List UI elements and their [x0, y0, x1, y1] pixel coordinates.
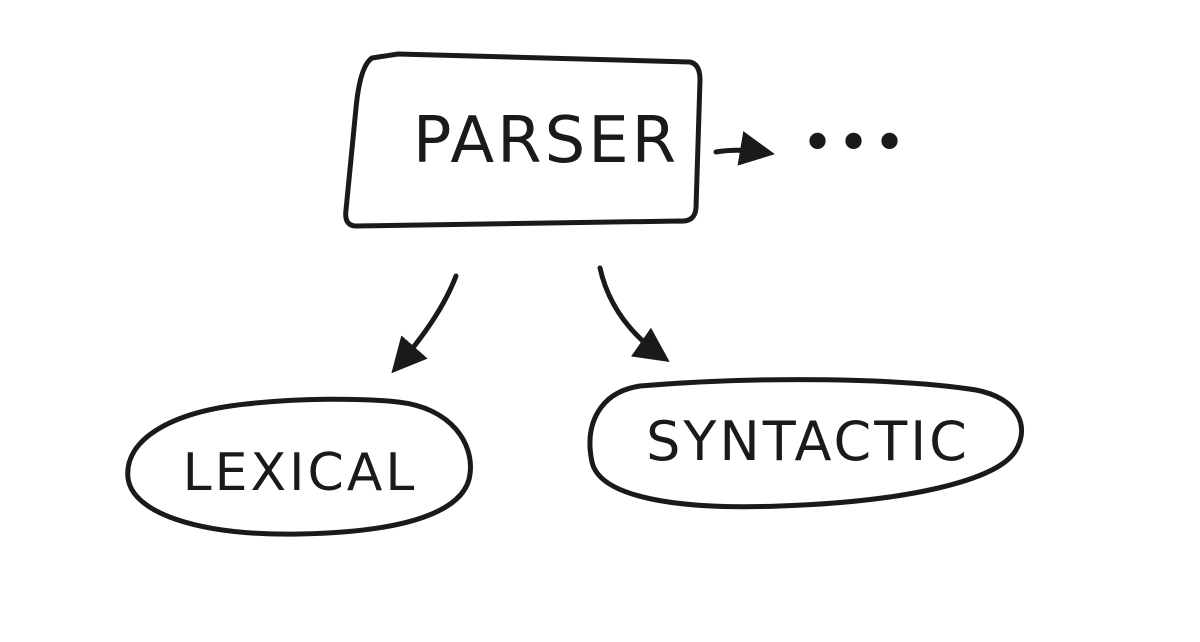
lexical-node: LEXICAL	[125, 396, 473, 537]
continuation-ellipsis: •••	[801, 111, 909, 176]
parser-box	[343, 51, 703, 229]
syntactic-ellipse	[587, 377, 1025, 510]
continuation-arrow	[713, 131, 775, 166]
lexical-ellipse	[125, 396, 473, 537]
arrow-to-lexical	[391, 273, 459, 374]
syntactic-label: SYNTACTIC	[646, 410, 970, 473]
parser-node: PARSER	[343, 51, 703, 229]
syntactic-node: SYNTACTIC	[587, 377, 1025, 510]
parser-label: PARSER	[413, 104, 679, 178]
arrow-to-syntactic	[597, 265, 670, 362]
lexical-label: LEXICAL	[183, 443, 418, 503]
